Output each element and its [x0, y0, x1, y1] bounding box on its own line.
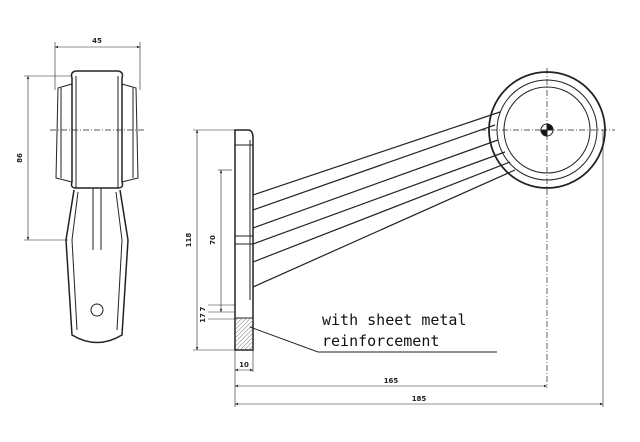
dim-front-width: 45 — [92, 37, 102, 45]
dim-small-b: 17 — [199, 313, 207, 323]
dim-reach-center: 165 — [384, 377, 399, 385]
dim-hole-distance: 70 — [209, 235, 217, 245]
note-line-1: with sheet metal — [322, 311, 467, 329]
dim-plate-thickness: 10 — [239, 361, 249, 369]
front-view — [24, 42, 145, 344]
note-line-2: reinforcement — [322, 332, 439, 350]
side-view — [193, 68, 615, 407]
note-leader — [249, 326, 497, 353]
dim-front-height: 86 — [16, 153, 24, 163]
dim-reach-total: 185 — [412, 395, 427, 403]
dim-plate-height: 118 — [185, 233, 193, 248]
dim-small-a: 7 — [199, 306, 207, 311]
